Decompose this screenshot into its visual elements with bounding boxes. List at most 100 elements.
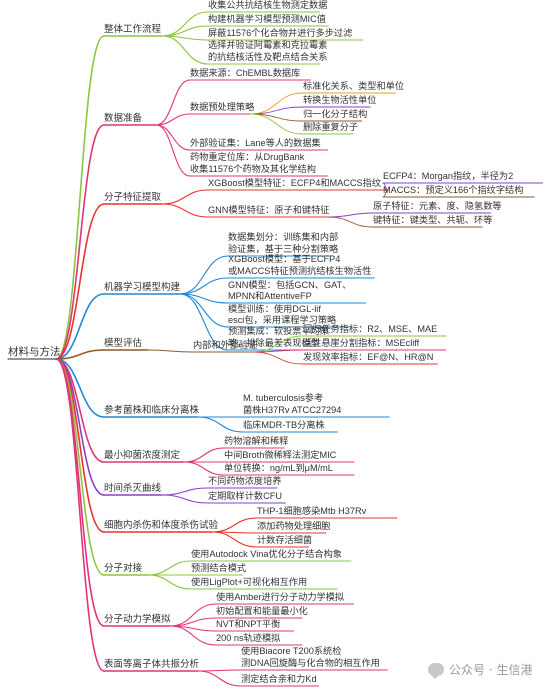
child-node: 计数存活细菌 xyxy=(257,534,312,545)
child-connector xyxy=(179,293,229,351)
child-connector xyxy=(161,487,209,496)
child-connector xyxy=(161,189,209,205)
branch-connector xyxy=(55,358,105,576)
child-node: 药物溶解和稀释 xyxy=(224,435,288,446)
child-connector xyxy=(155,124,191,177)
child-connector xyxy=(161,494,209,504)
branch-node: 分子对接 xyxy=(104,562,143,574)
child-node: 使用Autodock Vina优化分子结合构象 xyxy=(191,548,342,559)
child-node: 的抗结核活性及靶点结合关系 xyxy=(208,51,327,62)
grandchild-connector xyxy=(249,113,304,135)
child-node: 测定结合亲和力Kd xyxy=(241,673,317,684)
child-node: XGBoost模型特征：ECFP4和MACCS指纹 xyxy=(208,177,381,188)
child-node: 单位转换：ng/mL到μM/mL xyxy=(224,462,333,473)
child-connector xyxy=(197,670,242,687)
branch-node: 细胞内杀伤和体度杀伤试验 xyxy=(104,519,219,531)
child-node: 构建机器学习模型预测MIC值 xyxy=(208,13,326,24)
child-node: 使用Biacore T200系统检 xyxy=(241,645,341,656)
child-node: 内部和外部验证 xyxy=(193,339,257,350)
child-connector xyxy=(161,203,209,218)
child-node: 数据集划分：训练集和内部 xyxy=(228,231,338,242)
child-node: 添加药物处理细胞 xyxy=(257,520,331,531)
child-node: 数据预处理策略 xyxy=(190,101,255,112)
child-node: 菌株H37Rv ATCC27294 xyxy=(243,404,341,415)
grandchild-node: 键特征：键类型、共轭、环等 xyxy=(373,214,492,225)
child-node: 选择并验证阿霉素和克拉霉素 xyxy=(208,39,327,50)
child-node: 临床MDR-TB分离株 xyxy=(243,419,325,430)
child-node: 或MACCS特征预测抗结核生物活性 xyxy=(228,265,371,276)
child-node: 使用LigPlot+可视化相互作用 xyxy=(191,576,307,587)
child-connector xyxy=(169,625,217,646)
branch-node: 时间杀灭曲线 xyxy=(104,482,162,494)
child-connector xyxy=(179,277,229,295)
root-node: 材料与方法 xyxy=(8,345,61,358)
child-node: 定期取样计数CFU xyxy=(208,490,282,501)
grandchild-connector xyxy=(252,351,304,365)
child-connector xyxy=(161,35,209,65)
branch-connector xyxy=(55,358,105,627)
grandchild-node: 标准化关系、类型和单位 xyxy=(303,80,404,91)
branch-connector xyxy=(55,124,105,360)
branch-connector xyxy=(55,358,105,672)
child-connector xyxy=(169,603,217,627)
grandchild-node: 转换生物活性单位 xyxy=(303,94,377,105)
grandchild-connector xyxy=(327,212,374,218)
branch-connector xyxy=(55,349,105,360)
child-node: 收集公共抗结核生物测定数据 xyxy=(208,0,327,10)
branch-node: 模型评估 xyxy=(104,337,143,349)
child-connector xyxy=(155,79,191,126)
child-connector xyxy=(211,531,258,548)
grandchild-node: 发现效率指标：EF@N、HR@N xyxy=(303,351,433,362)
grandchild-node: ECFP4：Morgan指纹，半径为2 xyxy=(383,170,513,181)
child-node: 药物重定位库：从DrugBank xyxy=(190,151,305,162)
child-node: esci包，采用课程学习策略 xyxy=(228,314,337,325)
child-node: 预测结合模式 xyxy=(191,562,246,573)
child-node: 预测集成：软投票平均策 xyxy=(228,325,329,336)
grandchild-connector xyxy=(327,216,374,228)
child-node: 测DNA回旋酶与化合物的相互作用 xyxy=(241,657,380,668)
child-connector xyxy=(147,349,194,353)
child-connector xyxy=(161,25,209,37)
branch-connector xyxy=(55,293,105,360)
child-connector xyxy=(183,461,225,476)
child-node: 外部验证集：Lane等人的数据集 xyxy=(190,137,321,148)
branch-connector xyxy=(55,358,105,418)
child-node: XGBoost模型：基于ECFP4 xyxy=(228,253,340,264)
child-node: M. tuberculosis参考 xyxy=(243,392,323,403)
child-node: 验证集，基于三种分割策略 xyxy=(228,243,339,254)
child-connector xyxy=(161,11,209,37)
grandchild-node: 删除重复分子 xyxy=(303,121,358,132)
child-node: NVT和NPT平衡 xyxy=(216,618,280,629)
child-connector xyxy=(211,517,258,533)
child-connector xyxy=(183,447,225,463)
child-connector xyxy=(197,416,244,433)
child-node: 不同药物浓度培养 xyxy=(208,475,282,486)
child-node: 数据来源：ChEMBL数据库 xyxy=(190,67,300,78)
child-node: GNN模型特征：原子和键特征 xyxy=(208,204,329,215)
branch-node: 分子动力学模拟 xyxy=(104,613,171,625)
branch-node: 最小抑菌浓度测定 xyxy=(104,449,181,461)
grandchild-node: 回归任务指标：R2、MSE、MAE xyxy=(303,323,437,334)
branch-connector xyxy=(55,35,105,360)
child-node: 屏蔽11576个化合物并进行多步过滤 xyxy=(208,27,352,38)
child-connector xyxy=(155,113,191,126)
child-node: 中间Broth微稀释法测定MIC xyxy=(224,449,337,460)
branch-node: 表面等离子体共振分析 xyxy=(104,658,200,670)
child-connector xyxy=(155,124,191,151)
branch-node: 分子特征提取 xyxy=(104,191,162,203)
child-node: 使用Amber进行分子动力学模拟 xyxy=(216,591,344,602)
child-node: 收集11576个药物及其化学结构 xyxy=(190,163,316,174)
child-node: 200 ns轨迹模拟 xyxy=(216,632,280,643)
branch-connector xyxy=(55,358,105,496)
branch-node: 机器学习模型构建 xyxy=(104,281,181,293)
child-connector xyxy=(147,560,192,576)
grandchild-node: 归一化分子结构 xyxy=(303,108,367,119)
child-connector xyxy=(197,669,242,672)
chat-bubble-icon xyxy=(428,662,444,679)
child-node: 模型训练：使用DGL-lif xyxy=(228,303,321,314)
child-connector xyxy=(179,255,229,295)
branch-node: 参考菌株和临床分离株 xyxy=(104,404,200,416)
child-node: 略，排除最差表现模型 xyxy=(228,337,320,348)
branch-node: 数据准备 xyxy=(104,112,143,124)
